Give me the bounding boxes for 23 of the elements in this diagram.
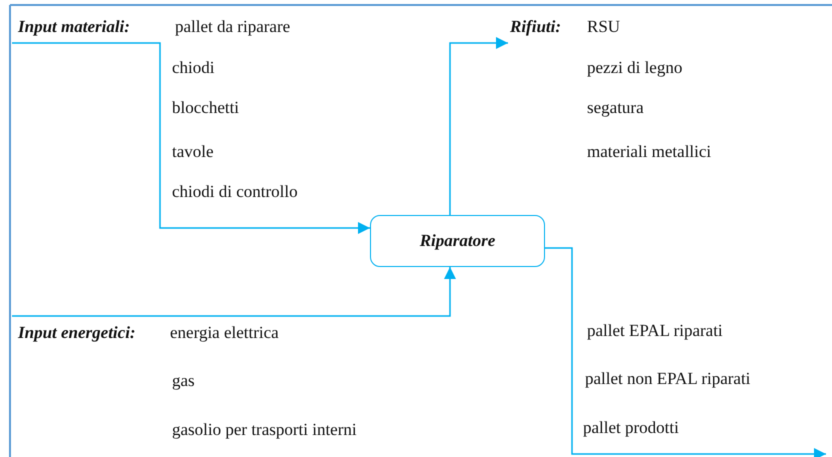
list-item: gasolio per trasporti interni [172, 420, 357, 440]
list-item: RSU [587, 17, 620, 37]
process-box: Riparatore [370, 215, 545, 267]
list-item: chiodi [172, 58, 214, 78]
list-item: segatura [587, 98, 644, 118]
list-item: pallet EPAL riparati [587, 321, 723, 341]
arrow [12, 42, 370, 234]
arrow [545, 247, 826, 457]
arrow [12, 267, 456, 317]
list-item: pallet da riparare [175, 17, 290, 37]
list-item: energia elettrica [170, 323, 279, 343]
section-heading: Input materiali: [18, 17, 130, 37]
list-item: gas [172, 371, 195, 391]
list-item: materiali metallici [587, 142, 712, 162]
list-item: pallet prodotti [583, 418, 679, 438]
section-heading: Rifiuti: [510, 17, 562, 37]
list-item: tavole [172, 142, 214, 162]
list-item: pallet non EPAL riparati [585, 369, 750, 389]
list-item: blocchetti [172, 98, 240, 118]
arrow [449, 36, 508, 215]
section-heading: Input energetici: [18, 323, 136, 343]
list-item: pezzi di legno [587, 58, 682, 78]
list-item: chiodi di controllo [172, 182, 298, 202]
